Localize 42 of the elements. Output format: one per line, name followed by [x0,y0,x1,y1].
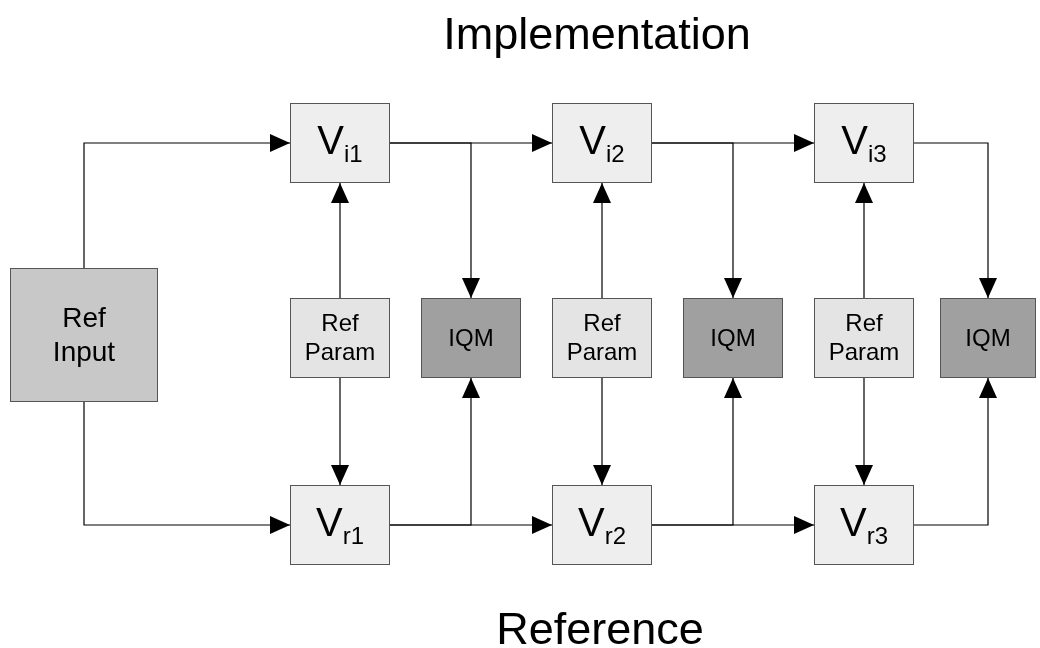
arrow [331,377,349,486]
arrow [83,401,291,534]
box-label: V$_{i1}$ [317,117,363,170]
arrow [913,377,997,526]
box-label: V$_{i3}$ [841,117,887,170]
box-label: Ref Param [827,309,901,367]
section-heading: Reference [495,603,705,648]
signal-box [290,485,390,565]
arrow [389,142,480,299]
arrow [913,142,997,299]
metric-box [683,298,783,378]
input-box [10,268,158,402]
signal-box [552,485,652,565]
box-label: IQM [965,323,1011,353]
parameter-box [552,298,652,378]
arrow [651,377,742,526]
box-label: V$_{r1}$ [316,499,364,552]
metric-box [940,298,1036,378]
box-label: Ref Param [565,309,639,367]
section-heading: Implementation [442,8,752,60]
parameter-box [814,298,914,378]
arrow [855,377,873,486]
box-label: Ref Input [51,301,117,369]
parameter-box [290,298,390,378]
arrow [651,142,742,299]
box-label: V$_{i2}$ [579,117,625,170]
box-label: Ref Param [303,309,377,367]
arrow [855,182,873,299]
box-label: V$_{r2}$ [578,499,626,552]
signal-box [814,103,914,183]
arrow [593,377,611,486]
box-label: IQM [448,323,494,353]
signal-box [290,103,390,183]
signal-box [814,485,914,565]
metric-box [421,298,521,378]
box-label: V$_{r3}$ [840,499,888,552]
arrow [83,134,291,269]
arrow [331,182,349,299]
arrow [389,377,480,526]
box-label: IQM [710,323,756,353]
signal-box [552,103,652,183]
arrow [593,182,611,299]
